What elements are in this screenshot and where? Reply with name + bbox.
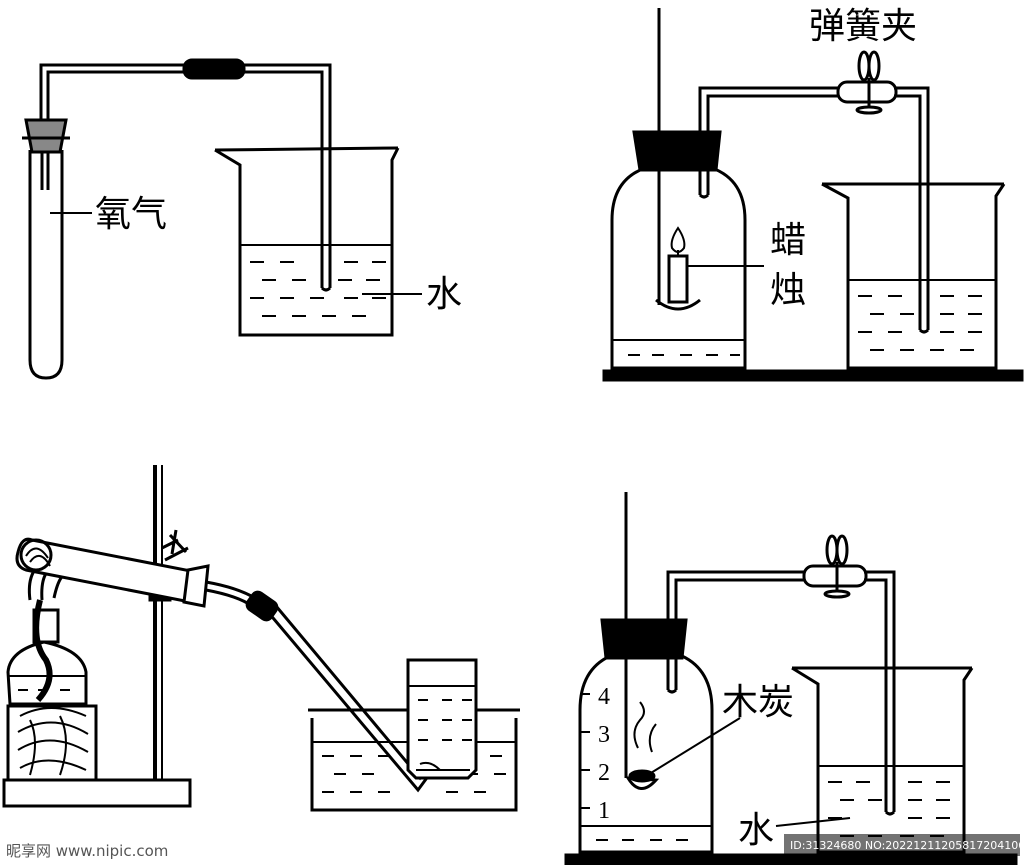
delivery-tube [39,63,188,120]
base-plate-4 [564,853,1018,865]
spring-clip-2 [836,50,898,115]
spring-clip-4 [802,534,868,599]
base-plate-2 [602,369,1024,382]
water-dashes-2 [858,295,982,351]
label-spring-clip: 弹簧夹 [809,6,917,47]
bottle-stopper-4 [600,618,688,660]
candle [667,254,689,304]
inclined-test-tube [15,537,198,604]
watermark-id-bg [784,834,1020,856]
label-charcoal: 木炭 [722,682,794,723]
scale-mark-2: 2 [598,760,610,786]
panel-candle-bottle [602,8,1024,382]
label-water-top: 水 [426,274,462,315]
watermark-id: ID:31324680 NO:20221211205817204106 [790,839,1024,852]
scale-mark-1: 1 [598,798,610,824]
clamp [161,529,189,562]
label-candle-1: 蜡 [770,220,806,261]
watermark-logo: 昵享网 www.nipic.com [6,842,168,860]
panel-charcoal-bottle [564,492,1018,865]
rubber-stopper [24,118,68,154]
rubber-connector [182,58,246,80]
scale-mark-3: 3 [598,722,610,748]
gas-bottle-2 [610,166,747,370]
candle-flame [670,226,686,253]
test-tube [28,150,64,380]
label-candle-2: 烛 [770,270,806,311]
water-dashes-3 [322,755,506,793]
label-oxygen: 氧气 [95,194,167,235]
scale-ticks [580,693,590,809]
label-water-bottom: 水 [738,810,774,851]
iron-stand-base [2,778,192,808]
water-dashes-4 [828,781,950,837]
tube-stopper [182,564,210,608]
panel-oxygen-test-tube [22,58,422,380]
charcoal [628,769,656,783]
scale-mark-4: 4 [598,684,610,710]
beaker-4 [791,666,974,854]
beaker-2 [821,182,1006,370]
panel-heating-apparatus [2,465,520,812]
water-dashes-1 [250,261,386,317]
gas-bottle-4 [578,654,714,854]
scale-labels: 4 3 2 1 [598,684,610,824]
beaker-1 [214,147,400,337]
